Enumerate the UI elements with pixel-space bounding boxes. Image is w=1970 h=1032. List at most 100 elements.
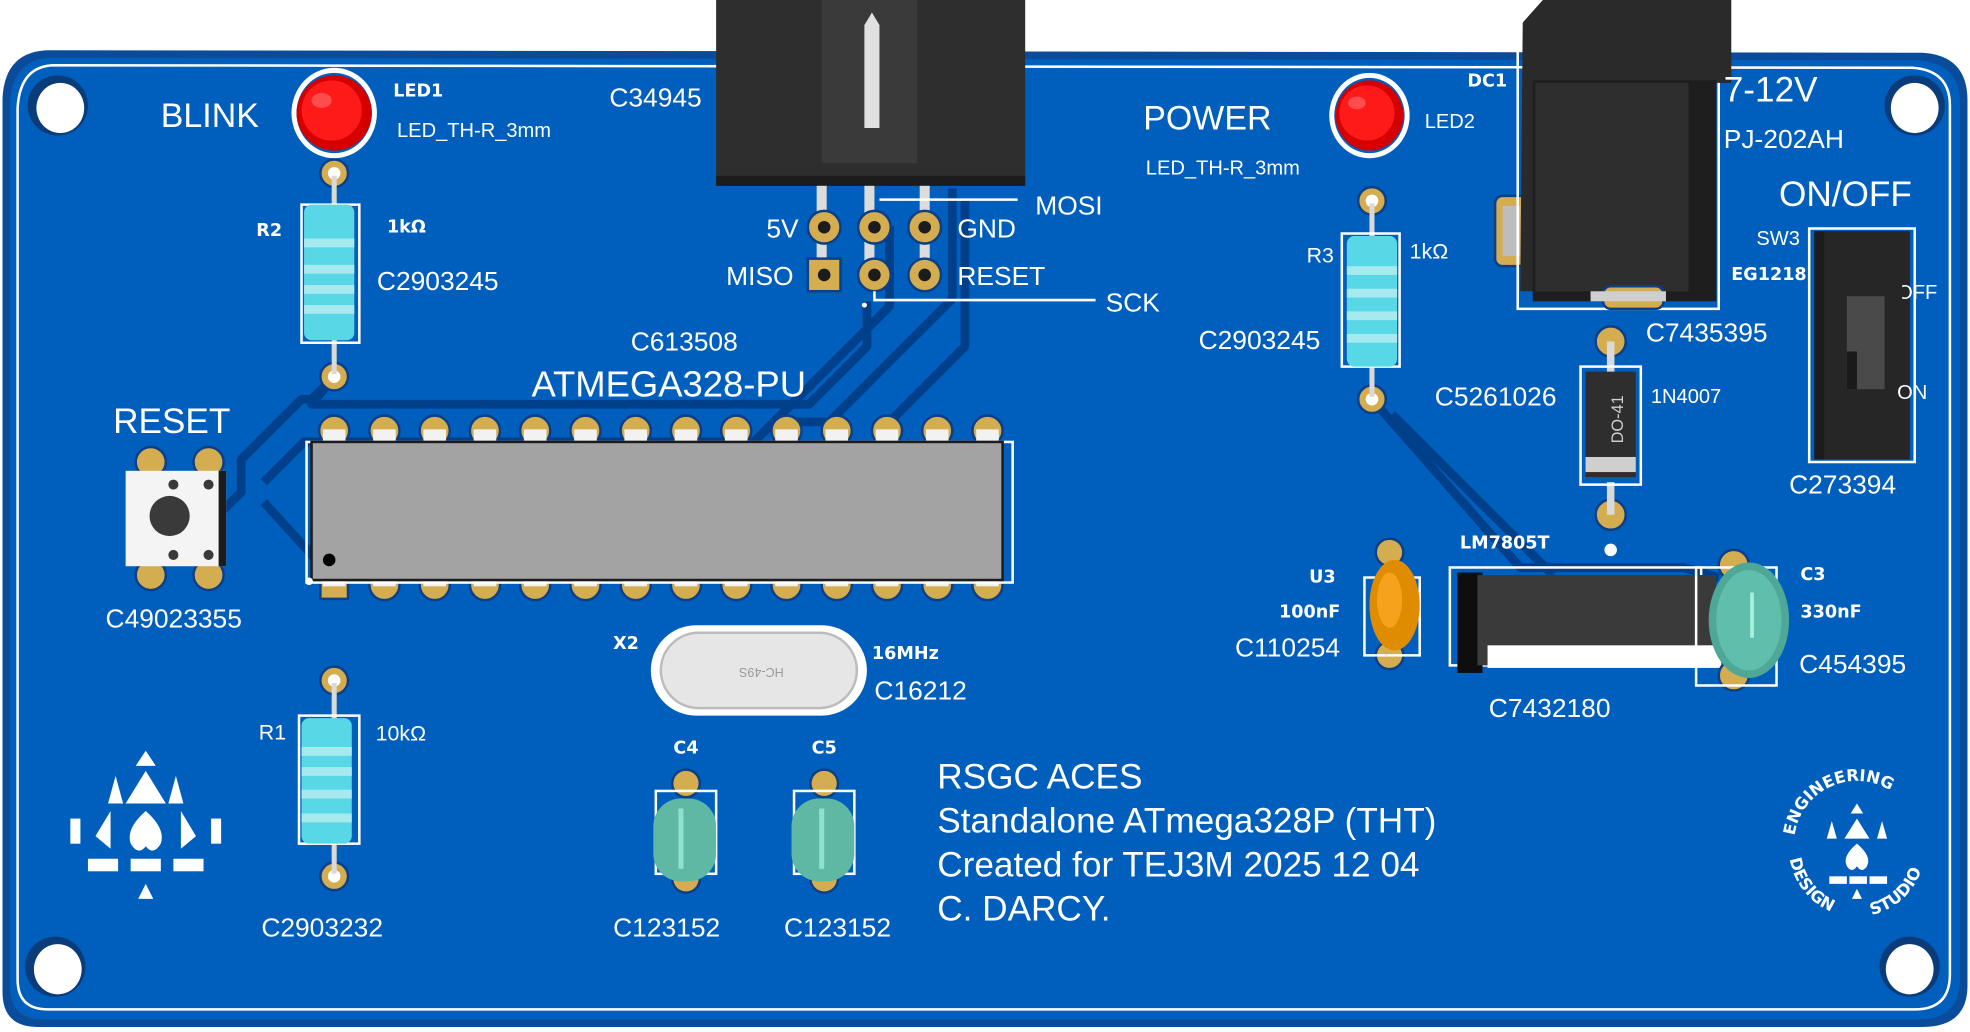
credits-line-2: Standalone ATmega328P (THT) — [937, 801, 1436, 840]
r1-part: C2903232 — [261, 913, 383, 943]
power-switch[interactable] — [1807, 227, 1916, 464]
switch-on-label: ON — [1897, 382, 1927, 404]
mcu-pin-leg — [976, 429, 999, 441]
crystal-value: 16MHz — [872, 644, 939, 664]
isp-pin-sck: SCK — [1106, 287, 1161, 317]
u3-value: 100nF — [1279, 603, 1340, 623]
c5-part: C123152 — [784, 913, 891, 943]
isp-pin-mosi: MOSI — [1035, 191, 1102, 221]
dc-jack — [1493, 0, 1732, 311]
mcu-pin-leg — [674, 429, 698, 441]
credits-line-1: RSGC ACES — [937, 757, 1142, 796]
diode-1n4007: DO-41 — [1579, 325, 1643, 557]
reset-label: RESET — [113, 402, 230, 441]
isp-header — [716, 0, 1096, 308]
isp-pin-miso: MISO — [726, 261, 793, 291]
led2 — [1329, 72, 1410, 159]
reset-button[interactable] — [125, 445, 227, 592]
r2-ref: R2 — [256, 221, 282, 241]
r1-value: 10kΩ — [376, 722, 426, 746]
mcu-pin-leg — [473, 429, 497, 441]
dc-jack-label: 7-12V — [1724, 71, 1818, 110]
mcu-pin-leg — [925, 429, 949, 441]
r1-ref: R1 — [259, 720, 286, 744]
resistor-r2 — [300, 158, 361, 392]
switch-ref: SW3 — [1756, 228, 1800, 250]
switch-off-label: OFF — [1897, 282, 1937, 304]
capacitor-c3 — [1694, 548, 1790, 692]
led1 — [291, 67, 377, 159]
switch-model: EG1218 — [1731, 265, 1806, 285]
credits-line-3: Created for TEJ3M 2025 12 04 — [937, 845, 1419, 884]
resistor-r1 — [297, 665, 361, 892]
c4-part: C123152 — [613, 913, 720, 943]
capacitor-c4 — [653, 768, 718, 894]
mcu-pin-leg — [322, 429, 346, 441]
isp-pin-reset: RESET — [957, 261, 1045, 291]
mounting-hole-top-left — [27, 75, 88, 136]
crystal-ref: X2 — [613, 634, 639, 654]
mcu-pin-leg — [875, 429, 899, 441]
mcu-pin-leg — [825, 429, 849, 441]
r3-value: 1kΩ — [1410, 240, 1449, 264]
dc-jack-part: C7435395 — [1646, 317, 1768, 347]
mcu-pin-leg — [523, 429, 547, 441]
regulator-part: C7432180 — [1489, 693, 1611, 723]
diode-model: 1N4007 — [1651, 386, 1721, 408]
crystal-part: C16212 — [874, 675, 966, 705]
led2-ref: LED2 — [1425, 111, 1475, 133]
voltage-regulator — [1448, 566, 1722, 673]
r2-part: C2903245 — [377, 266, 499, 296]
led1-ref: LED1 — [393, 82, 443, 102]
mcu-pin-leg — [724, 429, 748, 441]
u3-ref: U3 — [1309, 568, 1336, 588]
credits-block: RSGC ACES Standalone ATmega328P (THT) Cr… — [937, 757, 1436, 928]
capacitor-u3 — [1363, 537, 1421, 671]
r3-part: C2903245 — [1199, 325, 1321, 355]
mcu-atmega328 — [305, 414, 1014, 602]
diode-part: C5261026 — [1435, 382, 1557, 412]
mcu-pin-leg — [373, 429, 396, 441]
diode-package: DO-41 — [1609, 395, 1627, 443]
mcu-pin-leg — [624, 429, 648, 441]
credits-line-4: C. DARCY. — [937, 889, 1110, 928]
c3-value: 330nF — [1800, 603, 1861, 623]
resistor-r3 — [1340, 185, 1401, 415]
reset-part: C49023355 — [106, 604, 242, 634]
c4-ref: C4 — [673, 738, 698, 758]
mounting-hole-bottom-right — [1879, 936, 1940, 997]
r3-ref: R3 — [1307, 243, 1334, 267]
switch-part: C273394 — [1789, 469, 1896, 499]
spade-logo-icon — [70, 750, 222, 899]
led1-label: BLINK — [161, 97, 259, 135]
mcu-part: C613508 — [631, 326, 738, 356]
crystal-marking: HC-49S — [739, 665, 784, 679]
led2-lens — [1339, 85, 1395, 141]
mcu-pin-leg — [775, 429, 798, 441]
u3-part: C110254 — [1235, 633, 1340, 663]
led1-footprint: LED_TH-R_3mm — [397, 120, 551, 142]
dc-jack-model: PJ-202AH — [1724, 124, 1844, 154]
mounting-hole-bottom-left — [25, 936, 86, 997]
isp-pin-gnd: GND — [957, 213, 1016, 243]
mcu-pin-leg — [423, 429, 447, 441]
led2-footprint: LED_TH-R_3mm — [1146, 158, 1300, 180]
mcu-pin-leg — [574, 429, 597, 441]
c3-ref: C3 — [1800, 565, 1825, 585]
led1-lens — [301, 80, 362, 141]
c3-part: C454395 — [1799, 649, 1906, 679]
crystal-x2: HC-49S — [650, 625, 867, 716]
mcu-name: ATMEGA328-PU — [531, 364, 806, 405]
regulator-name: LM7805T — [1460, 534, 1550, 554]
dc-jack-ref: DC1 — [1467, 72, 1507, 92]
isp-pin-5v: 5V — [766, 213, 799, 243]
led2-label: POWER — [1143, 99, 1271, 137]
mounting-hole-top-right — [1884, 75, 1945, 136]
pin1-marker — [322, 553, 336, 567]
switch-label: ON/OFF — [1779, 175, 1912, 214]
r2-value: 1kΩ — [387, 217, 426, 237]
reset-button-cap — [149, 495, 190, 537]
logo-spade-icon — [1826, 803, 1888, 899]
capacitor-c5 — [791, 768, 856, 894]
